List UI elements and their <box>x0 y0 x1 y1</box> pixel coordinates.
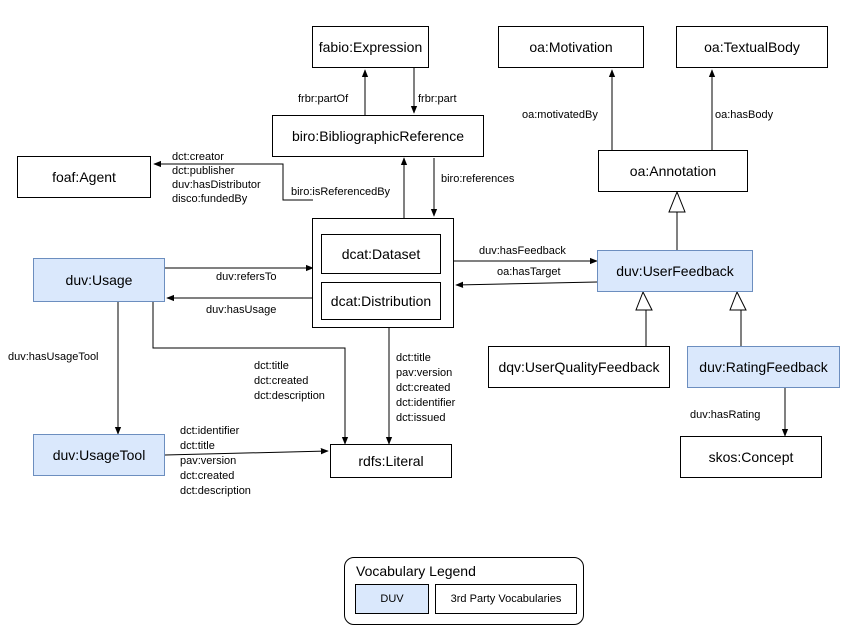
node-duv-userfeedback[interactable]: duv:UserFeedback <box>597 250 753 292</box>
label-tool-literal-props: dct:identifier dct:title pav:version dct… <box>180 425 251 497</box>
label-oa-hasbody: oa:hasBody <box>715 109 774 121</box>
node-dcat-dataset[interactable]: dcat:Dataset <box>321 234 441 274</box>
edge-tool-literal <box>164 447 329 456</box>
label-biro-references: biro:references <box>441 173 515 185</box>
label-frbr-part: frbr:part <box>418 93 457 105</box>
label-agent-props: dct:creator dct:publisher duv:hasDistrib… <box>172 151 261 205</box>
label-duv-hasusage: duv:hasUsage <box>206 304 277 316</box>
label-dataset-literal-props: dct:title pav:version dct:created dct:id… <box>396 352 456 424</box>
node-dqv-userqualityfeedback[interactable]: dqv:UserQualityFeedback <box>488 346 670 388</box>
label-duv-hasusagetool: duv:hasUsageTool <box>8 351 99 363</box>
label-oa-motivatedby: oa:motivatedBy <box>522 109 598 121</box>
legend-duv: DUV <box>355 584 429 614</box>
legend-title: Vocabulary Legend <box>356 563 476 579</box>
node-biro-bibliographicreference[interactable]: biro:BibliographicReference <box>272 115 484 157</box>
edge-oa-hastarget <box>455 281 598 289</box>
legend-third-party: 3rd Party Vocabularies <box>435 584 577 614</box>
node-dcat-distribution[interactable]: dcat:Distribution <box>321 282 441 320</box>
node-foaf-agent[interactable]: foaf:Agent <box>17 156 151 198</box>
inherit-triangle-annotation <box>668 190 686 213</box>
node-duv-ratingfeedback[interactable]: duv:RatingFeedback <box>687 346 840 388</box>
label-usage-literal-props: dct:title dct:created dct:description <box>254 360 325 402</box>
label-duv-hasrating: duv:hasRating <box>690 409 761 421</box>
inherit-triangle-userfeedback-1 <box>635 290 653 311</box>
node-oa-textualbody[interactable]: oa:TextualBody <box>676 26 828 68</box>
node-oa-annotation[interactable]: oa:Annotation <box>598 150 748 192</box>
label-duv-refersto: duv:refersTo <box>216 271 277 283</box>
node-skos-concept[interactable]: skos:Concept <box>680 436 822 478</box>
edge-usage-literal <box>152 302 349 445</box>
label-duv-hasfeedback: duv:hasFeedback <box>479 245 566 257</box>
node-duv-usage[interactable]: duv:Usage <box>33 258 165 302</box>
label-oa-hastarget: oa:hasTarget <box>497 266 561 278</box>
node-oa-motivation[interactable]: oa:Motivation <box>498 26 644 68</box>
node-duv-usagetool[interactable]: duv:UsageTool <box>33 434 165 476</box>
label-frbr-partof: frbr:partOf <box>298 93 349 105</box>
node-rdfs-literal[interactable]: rdfs:Literal <box>330 444 452 478</box>
label-biro-isreferencedby: biro:isReferencedBy <box>291 186 391 198</box>
inherit-triangle-userfeedback-2 <box>729 290 747 311</box>
edge-agent-props <box>153 160 313 201</box>
node-fabio-expression[interactable]: fabio:Expression <box>312 26 429 68</box>
